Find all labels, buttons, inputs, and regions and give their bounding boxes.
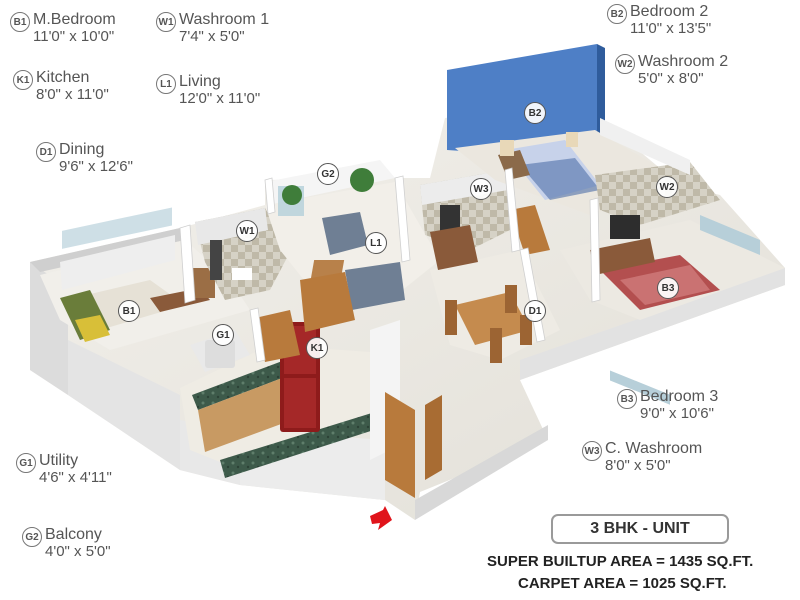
- legend-name: Utility: [39, 452, 79, 469]
- entry-arrow-icon: [370, 506, 392, 530]
- entrance-door: [370, 320, 442, 498]
- legend-dims: 5'0" x 8'0": [638, 70, 704, 87]
- legend-dims: 8'0" x 5'0": [605, 457, 671, 474]
- legend-dims: 11'0" x 13'5": [630, 20, 712, 37]
- room-tag-g1: G1: [212, 324, 234, 346]
- legend-code: W3: [582, 441, 602, 461]
- room-living: [265, 160, 440, 332]
- legend-name: Balcony: [45, 526, 102, 543]
- legend-name: Bedroom 2: [630, 3, 709, 20]
- legend-code: B2: [607, 4, 627, 24]
- room-tag-g2: G2: [317, 163, 339, 185]
- legend-code: W1: [156, 12, 176, 32]
- legend-code: B1: [10, 12, 30, 32]
- legend-name: M.Bedroom: [33, 11, 116, 28]
- legend-name: Living: [179, 73, 221, 90]
- room-washroom-1: [195, 208, 290, 300]
- legend-code: G1: [16, 453, 36, 473]
- legend-name: Washroom 2: [638, 53, 729, 70]
- inner-walls: [179, 167, 601, 363]
- room-tag-b2: B2: [524, 102, 546, 124]
- legend-code: B3: [617, 389, 637, 409]
- legend-code: D1: [36, 142, 56, 162]
- legend-dims: 7'4" x 5'0": [179, 28, 245, 45]
- legend-name: Kitchen: [36, 69, 90, 86]
- room-tag-l1: L1: [365, 232, 387, 254]
- room-tag-b3: B3: [657, 277, 679, 299]
- legend-code: W2: [615, 54, 635, 74]
- room-tag-w1: W1: [236, 220, 258, 242]
- room-tag-w2: W2: [656, 176, 678, 198]
- carpet-area: CARPET AREA = 1025 SQ.FT.: [518, 575, 727, 592]
- legend-dims: 12'0" x 11'0": [179, 90, 261, 107]
- legend-dims: 4'6" x 4'11": [39, 469, 112, 486]
- legend-name: Washroom 1: [179, 11, 270, 28]
- legend-code: G2: [22, 527, 42, 547]
- legend-dims: 11'0" x 10'0": [33, 28, 115, 45]
- room-kitchen: [180, 310, 380, 478]
- legend-name: C. Washroom: [605, 440, 703, 457]
- super-builtup-area: SUPER BUILTUP AREA = 1435 SQ.FT.: [487, 553, 754, 570]
- legend-name: Dining: [59, 141, 105, 158]
- room-tag-k1: K1: [306, 337, 328, 359]
- legend-code: L1: [156, 74, 176, 94]
- legend-dims: 9'0" x 10'6": [640, 405, 714, 422]
- unit-type-label: 3 BHK - UNIT: [551, 514, 729, 544]
- room-tag-d1: D1: [524, 300, 546, 322]
- legend-code: K1: [13, 70, 33, 90]
- legend-dims: 4'0" x 5'0": [45, 543, 111, 560]
- room-bedroom-3: [560, 215, 785, 320]
- legend-dims: 9'6" x 12'6": [59, 158, 133, 175]
- room-tag-w3: W3: [470, 178, 492, 200]
- legend-dims: 8'0" x 11'0": [36, 86, 109, 103]
- room-tag-b1: B1: [118, 300, 140, 322]
- legend-name: Bedroom 3: [640, 388, 719, 405]
